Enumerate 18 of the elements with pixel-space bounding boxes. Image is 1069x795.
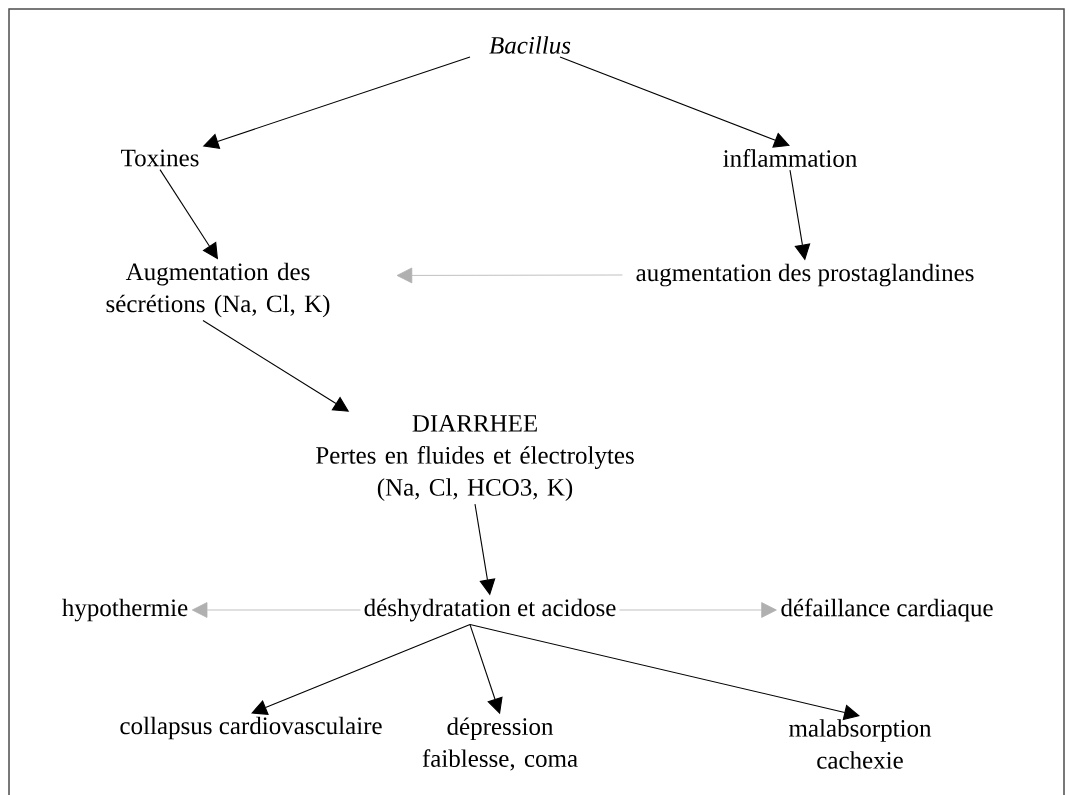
node-text: inflammation	[723, 149, 857, 167]
arrow	[619, 602, 777, 618]
node-text: collapsus cardiovasculaire	[120, 716, 382, 740]
arrow	[559, 56, 790, 148]
node-text: défaillance cardiaque	[781, 598, 993, 622]
node-text: DIARRHEE Pertes en fluides et électrolytes (Na, Cl, HCO3, K)	[316, 415, 634, 501]
node-text: Toxines	[121, 149, 199, 167]
node-text: malabsorption cachexie	[789, 719, 932, 769]
arrow	[396, 267, 623, 284]
arrow	[251, 624, 471, 715]
node-text: Augmentation des sécrétions (Na, Cl, K)	[106, 262, 330, 318]
arrow	[191, 602, 361, 618]
arrow	[469, 624, 860, 721]
node-text: augmentation des prostaglandines	[636, 263, 974, 287]
node-text: Bacillus	[489, 36, 571, 54]
node-text: dépression faiblesse, coma	[422, 717, 578, 771]
node-text: hypothermie	[62, 598, 188, 622]
node-text: déshydratation et acidose	[364, 598, 616, 622]
